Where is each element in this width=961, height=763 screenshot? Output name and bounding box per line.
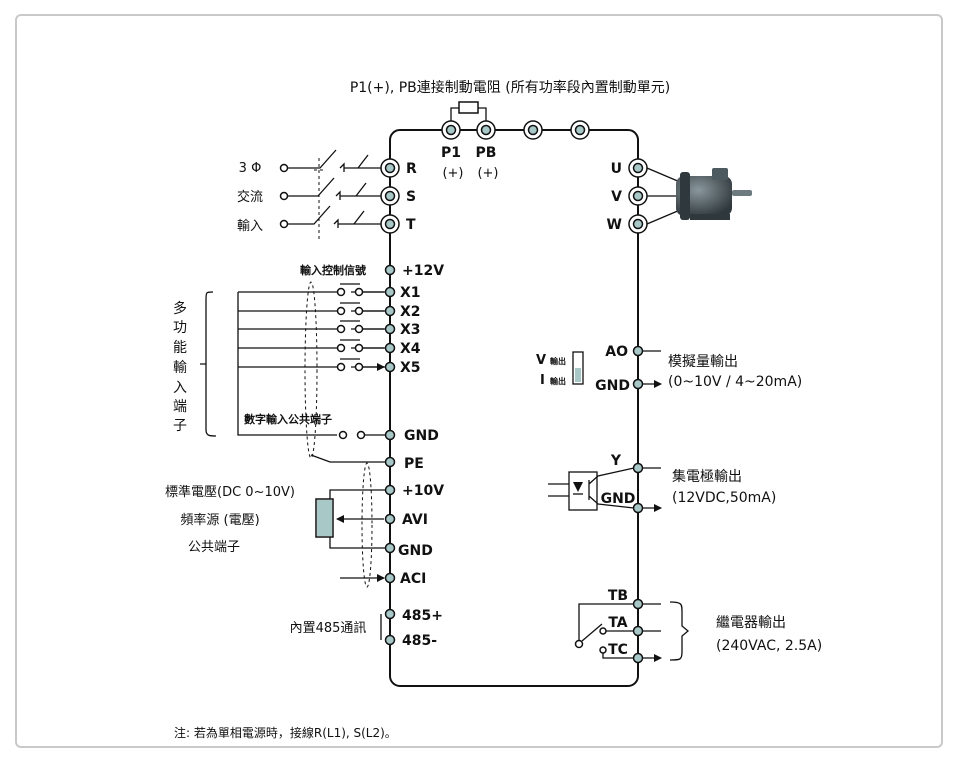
switch-i-label: I bbox=[540, 373, 545, 388]
collector-output-rating: (12VDC,50mA) bbox=[672, 490, 776, 506]
terminal-gnd-ao: GND bbox=[595, 378, 630, 394]
diagram-title: P1(+), PB連接制動電阻 (所有功率段內置制動單元) bbox=[350, 79, 670, 96]
relay-output bbox=[574, 598, 690, 663]
rs485-label: 內置485通訊 bbox=[290, 621, 367, 636]
svg-text:入: 入 bbox=[173, 380, 187, 396]
svg-text:功: 功 bbox=[173, 320, 187, 336]
brake-resistor bbox=[458, 101, 479, 114]
motor-output bbox=[628, 158, 681, 234]
relay-output-rating: (240VAC, 2.5A) bbox=[716, 638, 822, 654]
terminal-u: U bbox=[611, 161, 622, 177]
pb-label: PB bbox=[476, 145, 497, 161]
freq-source-label: 頻率源 (電壓) bbox=[180, 512, 259, 528]
terminal-x2: X2 bbox=[400, 304, 421, 320]
terminal-v: V bbox=[611, 189, 622, 205]
analog-output-range: (0~10V / 4~20mA) bbox=[668, 374, 802, 390]
input-label-1: 3 Φ bbox=[239, 161, 262, 176]
p1-sign: (+) bbox=[442, 166, 463, 181]
svg-text:子: 子 bbox=[173, 418, 187, 434]
input-switches bbox=[200, 281, 385, 463]
terminal-y: Y bbox=[610, 453, 622, 469]
input-label-3: 輸入 bbox=[237, 219, 263, 234]
top-terminals bbox=[441, 101, 590, 140]
terminal-aci: ACI bbox=[400, 571, 426, 587]
switch-v-sub: 輸出 bbox=[550, 356, 566, 366]
terminal-x4: X4 bbox=[400, 341, 421, 357]
terminal-tc: TC bbox=[608, 642, 628, 658]
pb-sign: (+) bbox=[477, 166, 498, 181]
svg-text:端: 端 bbox=[173, 399, 187, 415]
terminal-tb: TB bbox=[608, 588, 628, 604]
collector-output bbox=[548, 462, 661, 513]
footnote: 注: 若為單相電源時，接線R(L1), S(L2)。 bbox=[174, 725, 397, 740]
digital-common-label: 數字輸入公共端子 bbox=[244, 412, 332, 426]
terminal-x1: X1 bbox=[400, 285, 421, 301]
terminal-gnd-y: GND bbox=[601, 491, 636, 507]
terminal-12v: +12V bbox=[402, 263, 444, 279]
analog-output bbox=[572, 345, 661, 389]
terminal-10v: +10V bbox=[402, 483, 444, 499]
power-input bbox=[279, 149, 400, 240]
terminal-485-minus: 485- bbox=[402, 633, 437, 649]
terminal-x5: X5 bbox=[400, 360, 421, 376]
control-signal-label: 輸入控制信號 bbox=[300, 263, 366, 277]
ref-voltage-label: 標準電壓(DC 0~10V) bbox=[165, 484, 295, 500]
terminal-x3: X3 bbox=[400, 322, 421, 338]
terminal-r: R bbox=[406, 161, 417, 177]
terminal-s: S bbox=[406, 189, 416, 205]
svg-text:能: 能 bbox=[173, 340, 187, 356]
analog-common-label: 公共端子 bbox=[188, 540, 240, 555]
svg-text:多: 多 bbox=[173, 300, 187, 317]
terminal-pe: PE bbox=[404, 456, 424, 472]
switch-i-sub: 輸出 bbox=[550, 376, 566, 386]
svg-text:輸: 輸 bbox=[173, 360, 187, 376]
inverter-body bbox=[389, 129, 639, 687]
terminal-485-plus: 485+ bbox=[402, 608, 443, 624]
motor-icon bbox=[676, 168, 752, 220]
vi-switch[interactable] bbox=[572, 351, 584, 385]
input-label-2: 交流 bbox=[237, 189, 263, 205]
terminal-w: W bbox=[607, 217, 622, 233]
terminal-gnd-digital: GND bbox=[404, 428, 439, 444]
control-terminals bbox=[384, 264, 396, 646]
multi-input-label: 多 功 能 輸 入 端 子 bbox=[173, 300, 187, 434]
analog-input-wiring bbox=[315, 462, 385, 588]
analog-output-label: 模擬量輸出 bbox=[668, 354, 738, 370]
relay-output-label: 繼電器輸出 bbox=[716, 615, 786, 631]
terminal-ao: AO bbox=[605, 344, 628, 360]
switch-v-label: V bbox=[536, 353, 546, 368]
terminal-ta: TA bbox=[608, 615, 627, 631]
terminal-avi: AVI bbox=[402, 512, 428, 528]
collector-output-label: 集電極輸出 bbox=[672, 468, 742, 485]
p1-label: P1 bbox=[441, 145, 461, 161]
terminal-t: T bbox=[406, 217, 416, 233]
terminal-gnd-analog: GND bbox=[398, 543, 433, 559]
